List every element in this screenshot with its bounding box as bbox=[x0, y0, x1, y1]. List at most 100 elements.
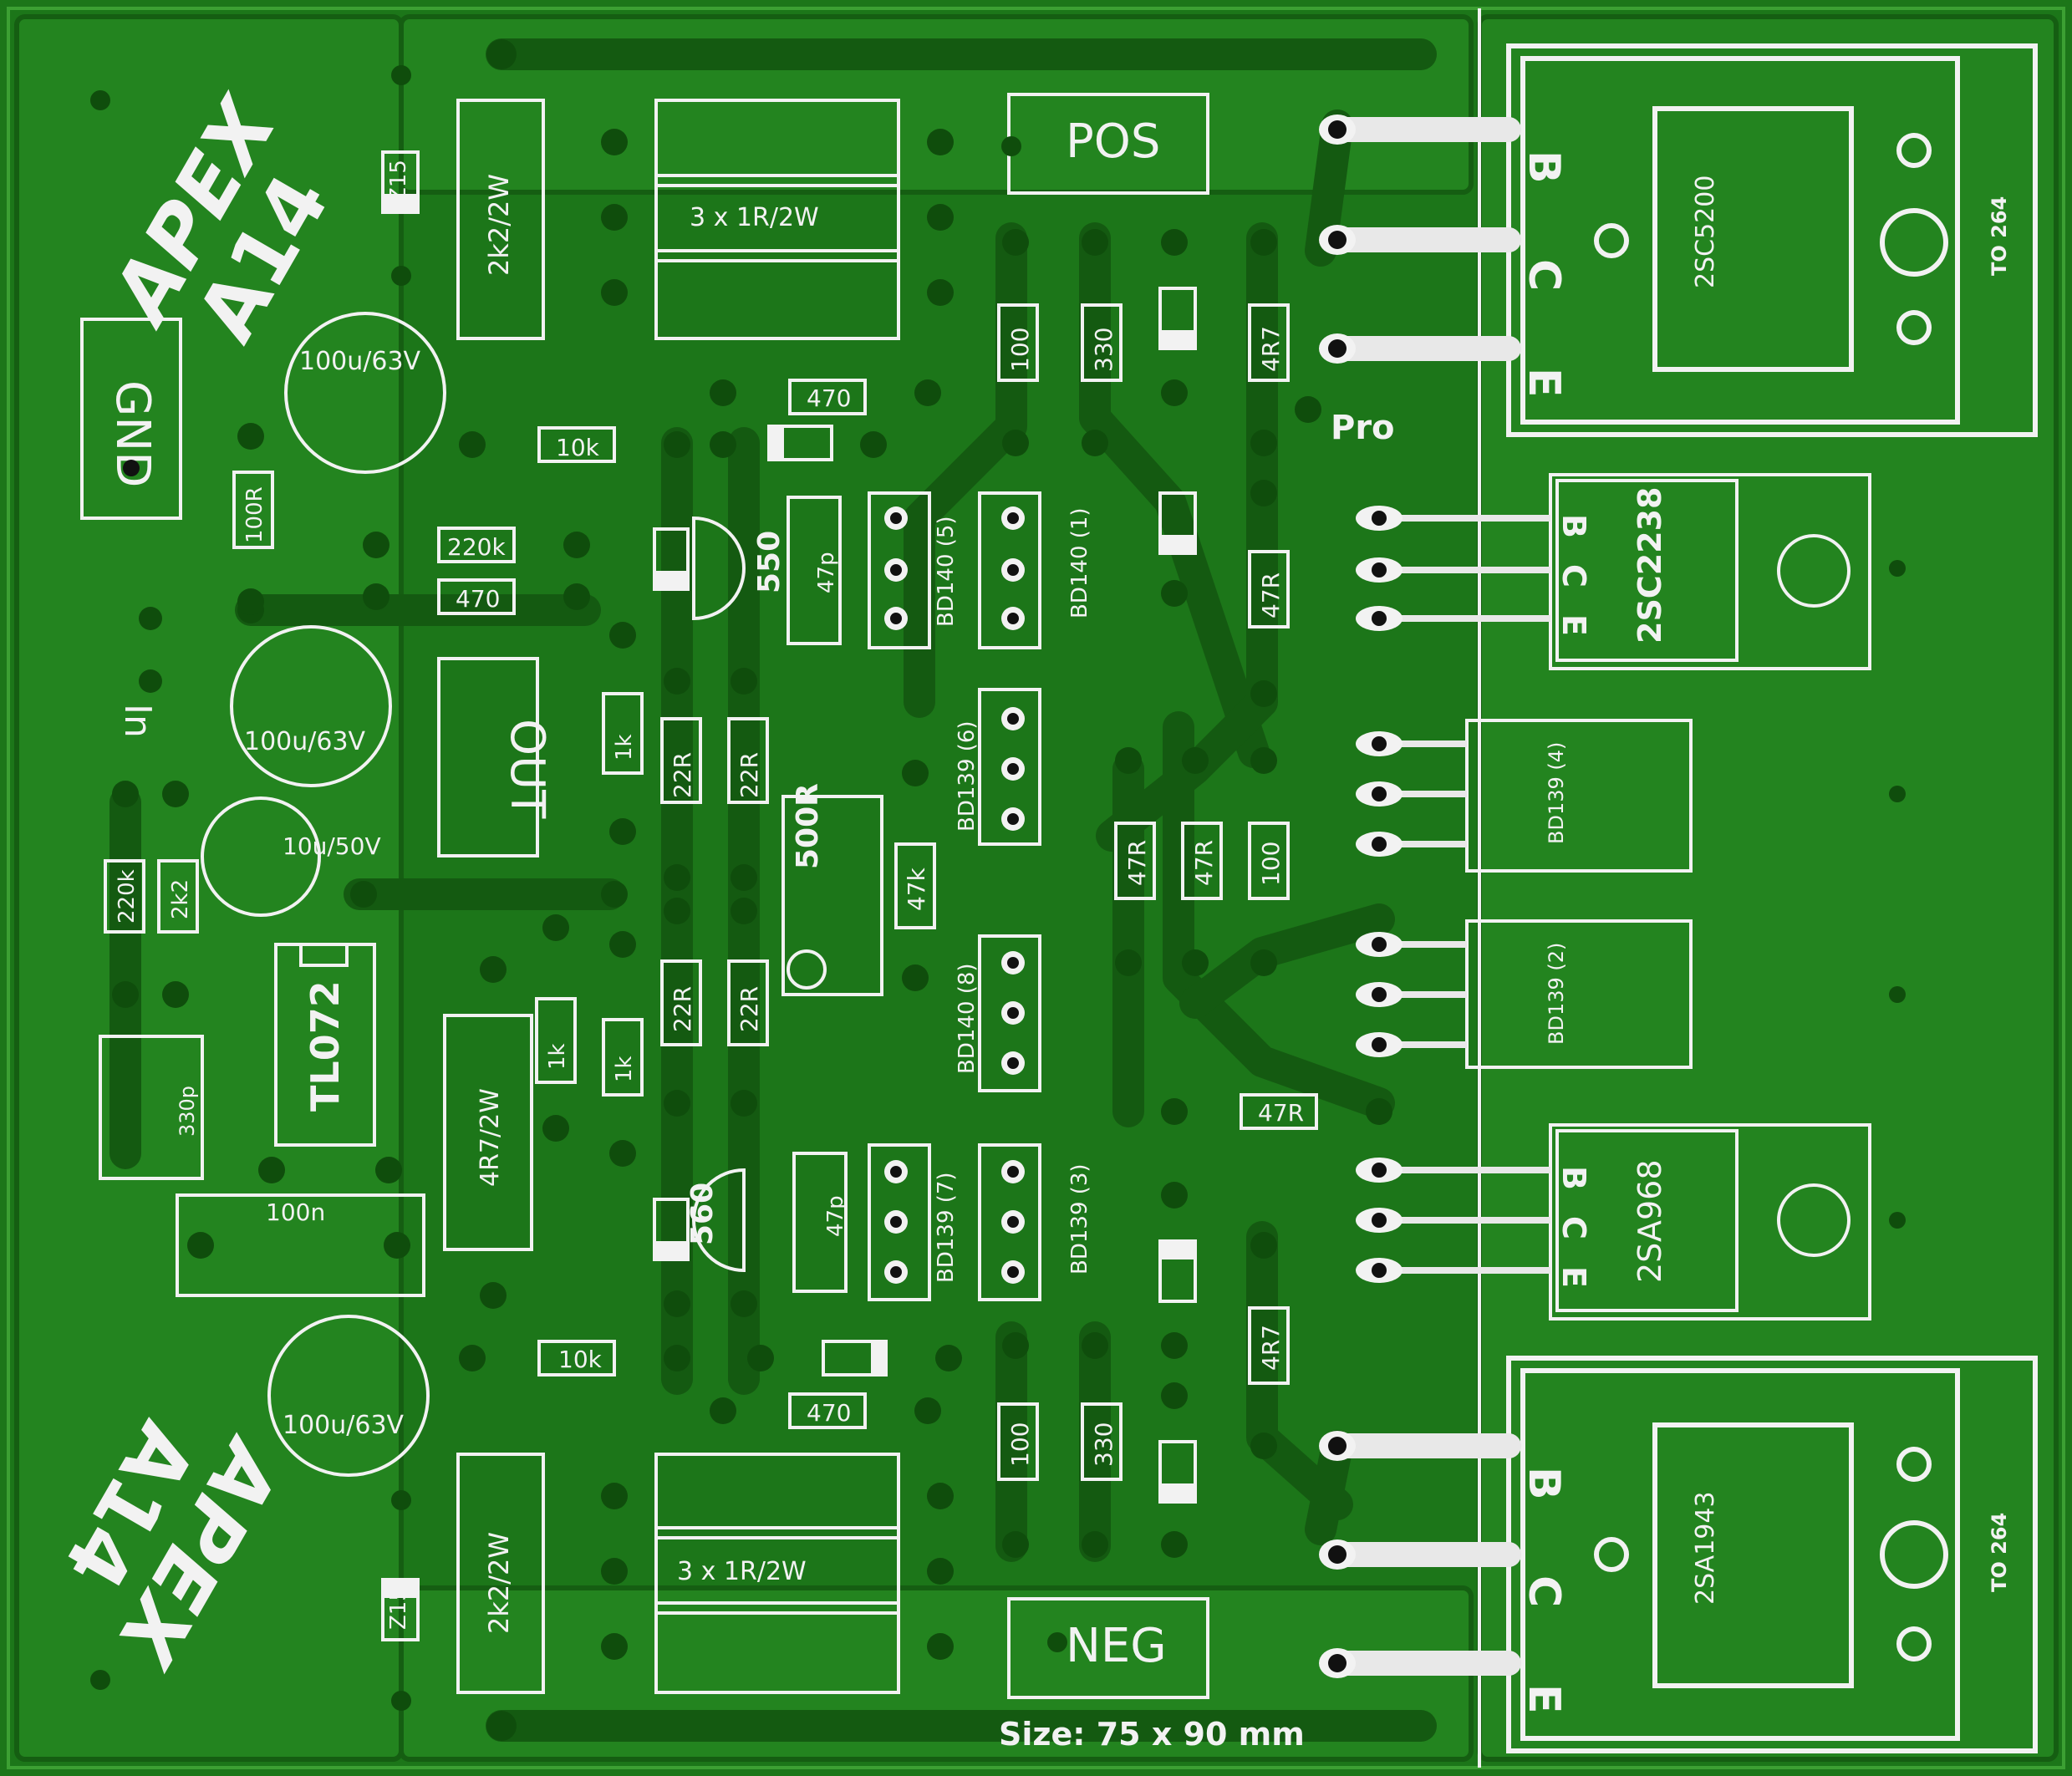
svg-text:220k: 220k bbox=[447, 533, 506, 561]
svg-text:100: 100 bbox=[1006, 1422, 1034, 1467]
svg-text:100u/63V: 100u/63V bbox=[283, 1411, 405, 1440]
bd140-5 bbox=[868, 491, 931, 649]
svg-text:2SC5200: 2SC5200 bbox=[1691, 176, 1720, 288]
resistor-2k2-2w-top bbox=[456, 99, 545, 340]
svg-text:1k: 1k bbox=[545, 1043, 570, 1070]
svg-text:3 x 1R/2W: 3 x 1R/2W bbox=[690, 203, 819, 232]
svg-text:22R: 22R bbox=[669, 752, 696, 798]
cap-100n bbox=[176, 1193, 425, 1297]
resistor-47r-low bbox=[1240, 1093, 1318, 1130]
input-label: In bbox=[116, 704, 159, 738]
svg-text:OUT: OUT bbox=[500, 719, 554, 819]
silkscreen-labels: Z15 Z15 2k2/2W 2k2/2W 3 x 1R/2W 3 x 1R/2… bbox=[115, 160, 2011, 1634]
resistor-47r-a bbox=[1114, 822, 1156, 900]
svg-text:C: C bbox=[1519, 1575, 1569, 1607]
resistor-22r-2 bbox=[727, 717, 769, 804]
resistor-4r7-bot bbox=[1248, 1306, 1290, 1385]
svg-text:470: 470 bbox=[807, 1399, 851, 1427]
cap-100u-mid bbox=[230, 625, 392, 787]
protection-label: Pro bbox=[1331, 409, 1395, 447]
resistor-2k2-v bbox=[157, 859, 199, 934]
resistor-100r bbox=[232, 471, 274, 549]
transistor-550 bbox=[692, 516, 746, 621]
svg-text:C: C bbox=[1519, 259, 1569, 291]
svg-text:220k: 220k bbox=[115, 869, 140, 924]
svg-text:100u/63V: 100u/63V bbox=[244, 727, 366, 756]
svg-text:C: C bbox=[1555, 1216, 1592, 1239]
svg-text:22R: 22R bbox=[736, 752, 763, 798]
diode-bands bbox=[383, 194, 1195, 1598]
svg-text:100: 100 bbox=[1006, 328, 1034, 372]
svg-text:2k2: 2k2 bbox=[168, 879, 193, 919]
svg-text:BD139 (6): BD139 (6) bbox=[955, 720, 980, 832]
svg-text:B: B bbox=[1519, 1467, 1569, 1500]
svg-text:47R: 47R bbox=[1190, 840, 1218, 886]
svg-text:100R: 100R bbox=[242, 486, 267, 543]
svg-text:E: E bbox=[1555, 1266, 1592, 1288]
resistor-470-mid bbox=[437, 578, 516, 615]
svg-text:470: 470 bbox=[456, 585, 500, 613]
resistor-4r7-top bbox=[1248, 303, 1290, 382]
svg-text:TO 264: TO 264 bbox=[1988, 196, 2011, 276]
resistors-horizontal bbox=[437, 379, 1318, 1429]
power-transistor-leads bbox=[1325, 117, 1521, 1676]
svg-text:2SA968: 2SA968 bbox=[1632, 1159, 1668, 1283]
svg-text:22R: 22R bbox=[669, 986, 696, 1032]
resistor-22r-3 bbox=[660, 959, 702, 1046]
svg-text:BD140 (5): BD140 (5) bbox=[934, 516, 959, 627]
resistor-220k-v bbox=[104, 859, 145, 934]
resistor-10k-top bbox=[537, 426, 616, 463]
svg-text:B: B bbox=[1555, 1166, 1592, 1190]
solder-pads bbox=[90, 39, 1906, 1741]
svg-text:BD139 (3): BD139 (3) bbox=[1067, 1163, 1092, 1275]
cap-100u-bot bbox=[267, 1315, 430, 1477]
cap-10u bbox=[201, 796, 321, 917]
svg-text:470: 470 bbox=[807, 384, 851, 412]
svg-text:2SC2238: 2SC2238 bbox=[1632, 487, 1668, 644]
svg-text:POS: POS bbox=[1066, 114, 1160, 169]
svg-text:47R: 47R bbox=[1258, 1099, 1304, 1127]
cap-330p bbox=[99, 1035, 204, 1180]
svg-text:330: 330 bbox=[1090, 328, 1117, 372]
svg-text:47p: 47p bbox=[823, 1195, 848, 1237]
svg-text:47R: 47R bbox=[1257, 572, 1285, 618]
emitter-resistor-bank bbox=[654, 99, 900, 1694]
svg-text:BD139 (7): BD139 (7) bbox=[934, 1172, 959, 1283]
resistor-47k bbox=[894, 842, 936, 929]
svg-text:BD139 (2): BD139 (2) bbox=[1545, 943, 1568, 1045]
svg-text:E: E bbox=[1555, 614, 1592, 636]
ic-tl072: TL072 bbox=[274, 943, 376, 1147]
svg-text:47R: 47R bbox=[1123, 840, 1151, 886]
resistor-100-bot bbox=[997, 1402, 1039, 1481]
svg-text:E: E bbox=[1519, 1684, 1569, 1714]
pin-letters: B C E B C E B C E B C E bbox=[1519, 150, 1592, 1714]
svg-text:TL072: TL072 bbox=[303, 980, 348, 1112]
transistor-560 bbox=[692, 1168, 746, 1273]
resistor-4r7-2w bbox=[443, 1014, 533, 1251]
svg-text:330: 330 bbox=[1090, 1422, 1117, 1467]
svg-text:10k: 10k bbox=[558, 1346, 603, 1373]
svg-text:B: B bbox=[1519, 150, 1569, 184]
trimmer-500r: 500R bbox=[781, 783, 883, 996]
pos-terminal: POS bbox=[1007, 93, 1209, 195]
svg-text:BD140 (8): BD140 (8) bbox=[955, 963, 980, 1074]
driver-transistors bbox=[868, 491, 1041, 1301]
svg-text:100n: 100n bbox=[266, 1198, 325, 1226]
resistor-100-top bbox=[997, 303, 1039, 382]
cap-100u-top bbox=[284, 312, 446, 474]
svg-text:1k: 1k bbox=[612, 734, 637, 761]
capacitors bbox=[99, 312, 848, 1477]
svg-text:330p: 330p bbox=[176, 1086, 199, 1137]
resistor-470-top bbox=[788, 379, 867, 415]
resistor-330-bot bbox=[1081, 1402, 1123, 1481]
svg-text:47k: 47k bbox=[903, 867, 930, 911]
neg-terminal: NEG bbox=[1007, 1597, 1209, 1699]
svg-text:10u/50V: 10u/50V bbox=[283, 832, 381, 860]
svg-text:E: E bbox=[1519, 368, 1569, 398]
bd139-6 bbox=[978, 688, 1041, 846]
svg-text:100u/63V: 100u/63V bbox=[299, 347, 421, 376]
gnd-label: GND bbox=[80, 318, 182, 520]
resistor-1k-c bbox=[602, 1018, 644, 1097]
svg-text:TO 264: TO 264 bbox=[1988, 1513, 2011, 1592]
svg-text:2SA1943: 2SA1943 bbox=[1691, 1491, 1720, 1605]
